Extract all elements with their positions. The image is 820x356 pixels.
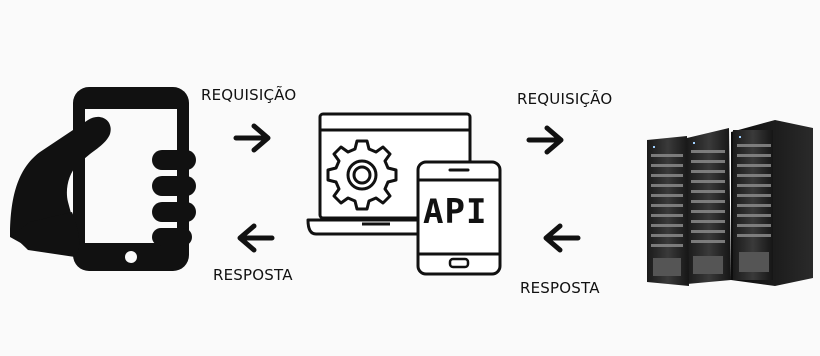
right-response-label: RESPOSTA: [520, 279, 600, 297]
laptop-tablet-gear-api-icon: [306, 112, 502, 276]
left-arrow-icon: [543, 223, 581, 253]
phone-in-hand-icon: [10, 87, 196, 271]
right-arrow-icon: [526, 125, 564, 155]
api-label: API: [423, 192, 488, 232]
left-response-label: RESPOSTA: [213, 266, 293, 284]
right-request-label: REQUISIÇÃO: [517, 90, 613, 108]
left-arrow-icon: [237, 223, 275, 253]
left-request-label: REQUISIÇÃO: [201, 86, 297, 104]
right-arrow-icon: [233, 123, 271, 153]
server-rack-icon: [647, 120, 813, 286]
